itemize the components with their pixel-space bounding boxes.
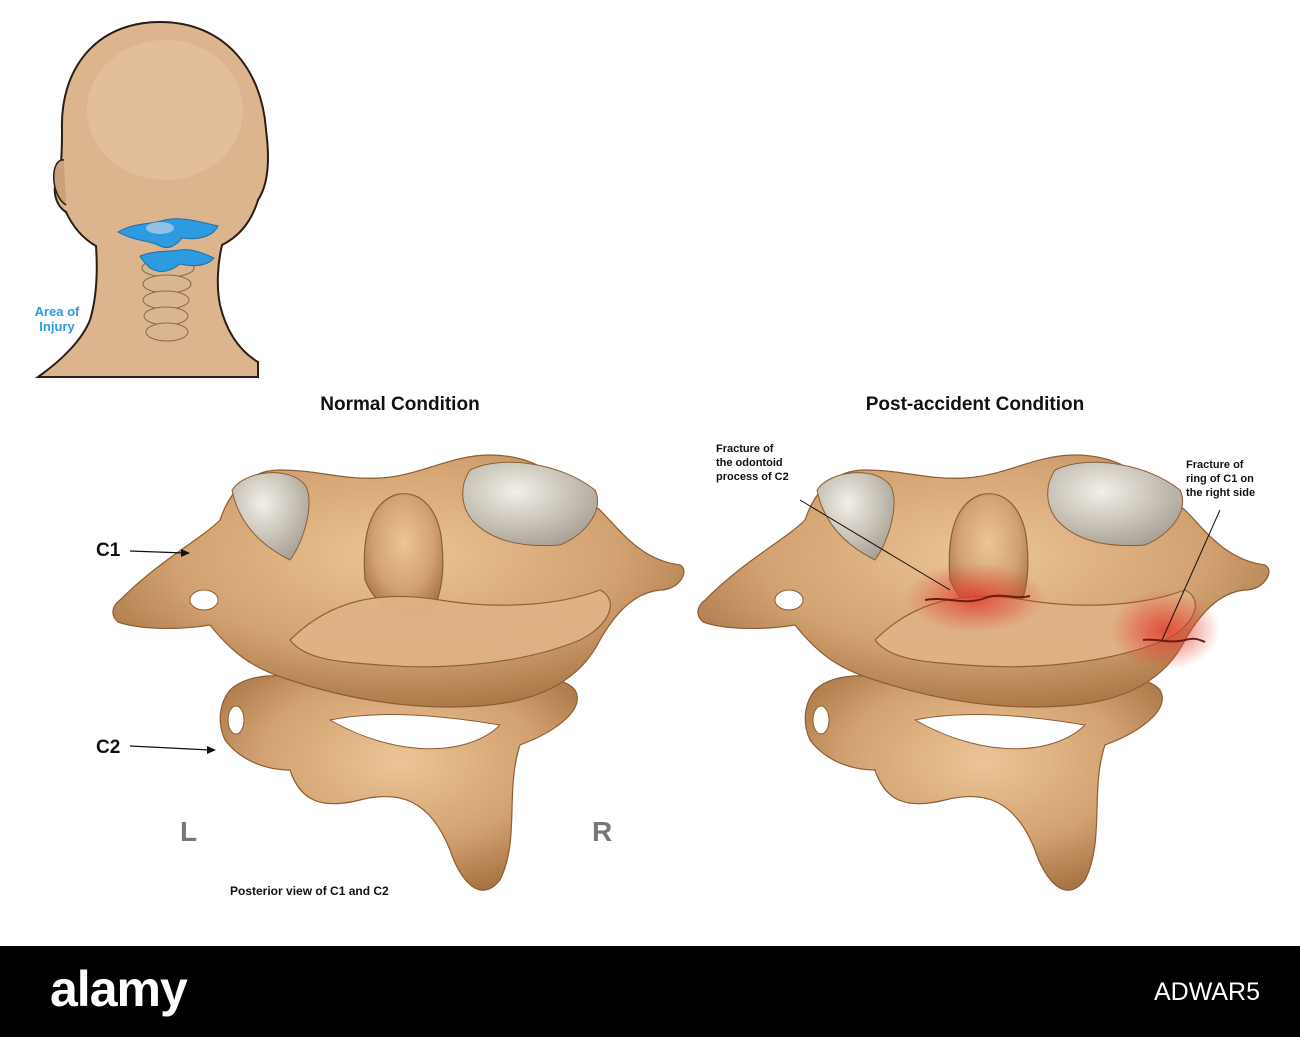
odontoid-fracture-line2: the odontoid [716,457,783,469]
odontoid-fracture-line1: Fracture of [716,443,774,455]
odontoid-fracture-crack [924,594,1031,603]
fractured-c2-vertebra [804,675,1163,891]
right-side-label: R [592,816,613,847]
c2-pointer-line [129,745,211,751]
odontoid-fracture-glow [905,563,1045,633]
c1-pointer-line [129,550,185,554]
area-of-injury-label: Area of Injury [22,304,92,334]
odontoid-fracture-leader [799,499,951,591]
normal-c2-vertebra [219,675,578,891]
odontoid-fracture-line3: process of C2 [716,471,789,483]
ring-fracture-leader [1161,509,1221,641]
c2-pointer-arrowhead [207,746,216,754]
brand-logo: alamy [50,961,188,1017]
normal-c1-right-facet [462,461,599,547]
ring-fracture-glow [1110,590,1220,670]
post-accident-condition-title: Post-accident Condition [865,394,1085,415]
injury-highlight [116,218,219,272]
area-label-line1: Area of [34,304,80,319]
footer-bar: alamy ADWAR5 [0,946,1300,1037]
normal-c1-left-facet [231,472,310,561]
post-accident-vertebrae-illustration [697,454,1270,891]
ring-fracture-crack [1142,637,1206,643]
ring-fracture-label: Fracture of ring of C1 on the right side [1186,458,1255,500]
ring-fracture-line1: Fracture of [1186,459,1244,471]
c2-label: C2 [96,737,121,758]
posterior-view-caption: Posterior view of C1 and C2 [230,884,389,898]
c1-label: C1 [96,540,121,561]
ring-fracture-line3: the right side [1186,487,1256,499]
left-side-label: L [180,816,198,847]
normal-c1-vertebra [112,454,685,708]
cervical-spine [141,258,195,342]
normal-vertebrae-illustration [112,454,685,891]
head-inset-illustration [34,20,269,378]
image-code: ADWAR5 [1153,978,1260,1006]
normal-condition-title: Normal Condition [320,394,480,415]
odontoid-fracture-label: Fracture of the odontoid process of C2 [716,442,789,484]
c1-pointer-arrowhead [181,549,190,557]
ring-fracture-line2: ring of C1 on [1186,473,1254,485]
area-label-line2: Injury [39,319,75,334]
